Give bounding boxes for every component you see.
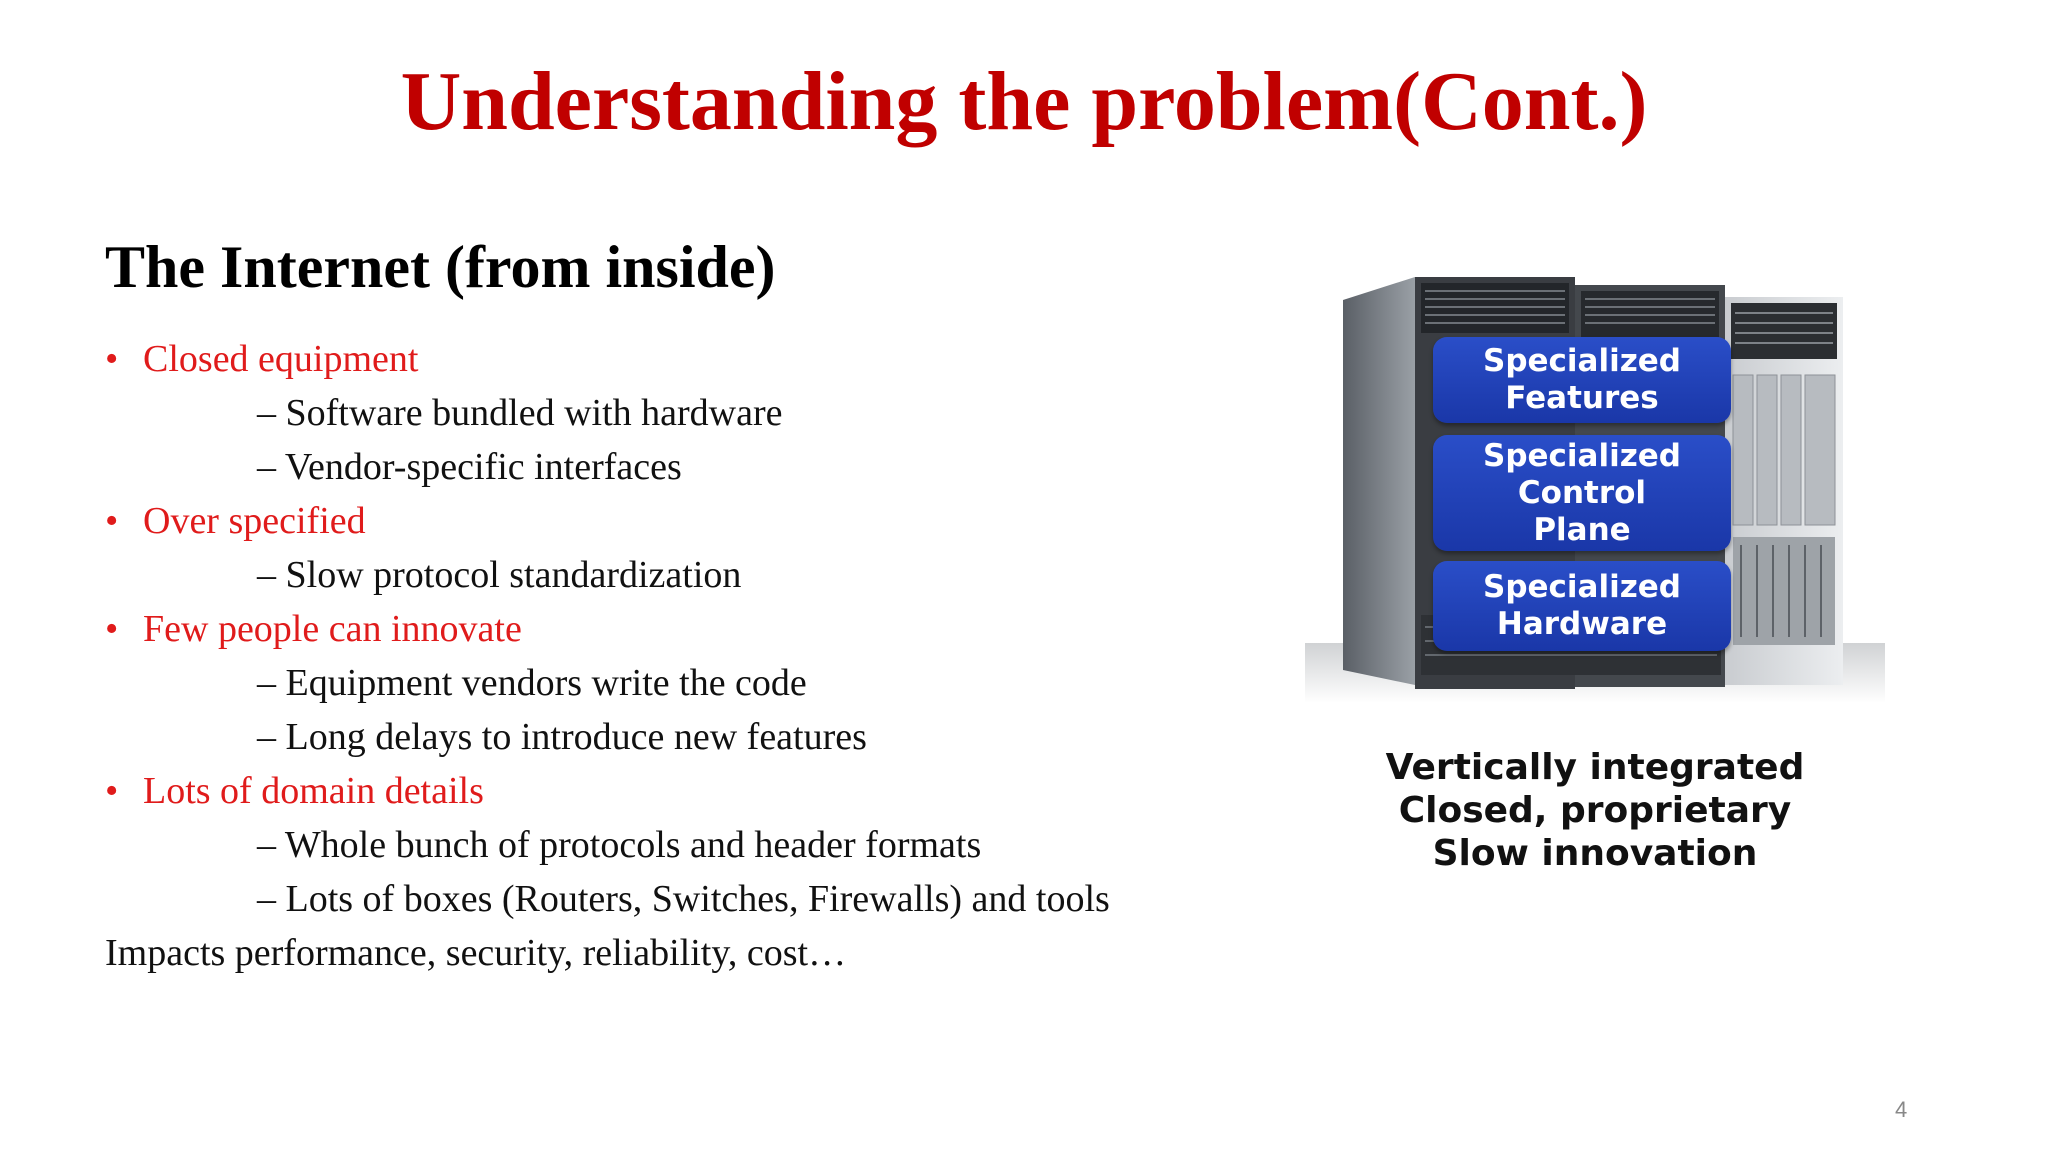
bullet-dot: • xyxy=(105,608,119,650)
specialized-hardware-label: Specialized Hardware xyxy=(1433,561,1731,651)
bullet-text: Few people can innovate xyxy=(143,608,522,650)
closing-line: Impacts performance, security, reliabili… xyxy=(105,932,847,974)
list-item: • Few people can innovate xyxy=(105,602,1305,656)
sub-item: – Vendor-specific interfaces xyxy=(257,446,682,488)
sub-item: – Software bundled with hardware xyxy=(257,392,783,434)
sub-item: – Long delays to introduce new features xyxy=(257,716,867,758)
figure-caption: Vertically integrated Closed, proprietar… xyxy=(1385,747,1805,874)
bullet-dot: • xyxy=(105,770,119,812)
sub-item: – Slow protocol standardization xyxy=(257,554,742,596)
sub-item: – Whole bunch of protocols and header fo… xyxy=(257,824,982,866)
sub-item: – Equipment vendors write the code xyxy=(257,662,807,704)
list-item: • Lots of domain details xyxy=(105,764,1305,818)
router-rack-image: Specialized Features Specialized Control… xyxy=(1305,265,1885,725)
bullet-list: • Closed equipment – Software bundled wit… xyxy=(105,332,1305,980)
specialized-features-label: Specialized Features xyxy=(1433,337,1731,423)
bullet-text: Lots of domain details xyxy=(143,770,484,812)
bullet-dot: • xyxy=(105,500,119,542)
bullet-text: Over specified xyxy=(143,500,366,542)
sub-item: – Lots of boxes (Routers, Switches, Fire… xyxy=(257,878,1110,920)
bullet-dot: • xyxy=(105,338,119,380)
page-number: 4 xyxy=(1895,1097,1908,1122)
list-item: • Over specified xyxy=(105,494,1305,548)
slide-subtitle: The Internet (from inside) xyxy=(105,234,776,300)
slide-title: Understanding the problem(Cont.) xyxy=(400,55,1648,148)
specialized-control-plane-label: Specialized Control Plane xyxy=(1433,435,1731,551)
bullet-text: Closed equipment xyxy=(143,338,419,380)
list-item: • Closed equipment xyxy=(105,332,1305,386)
